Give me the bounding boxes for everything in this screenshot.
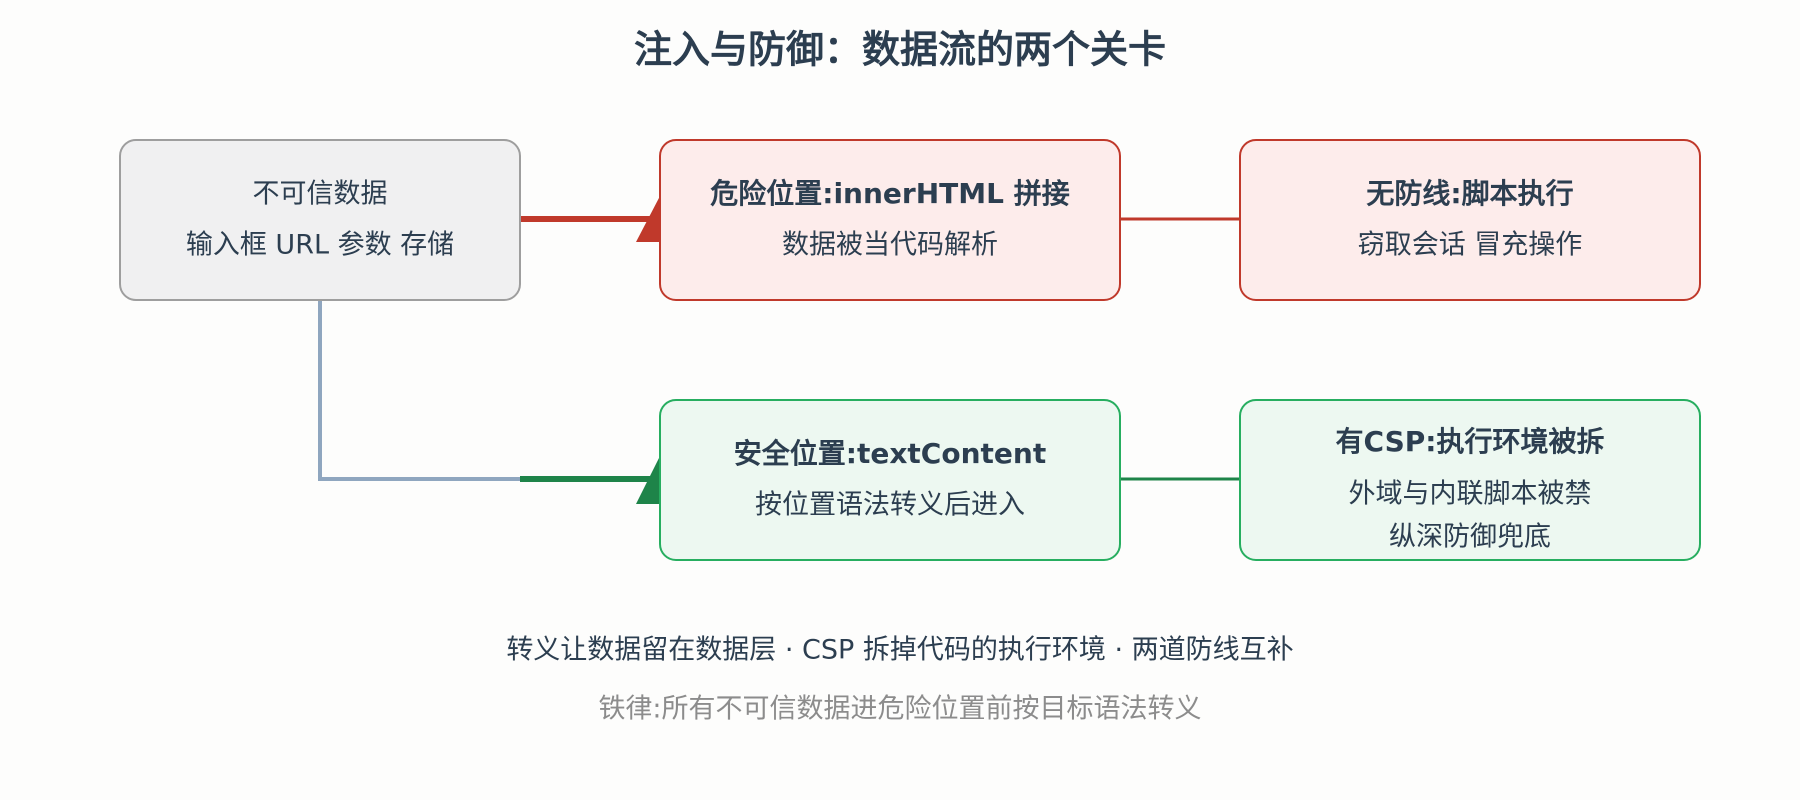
node-csp: 有CSP:执行环境被拆 外域与内联脚本被禁 纵深防御兜底 bbox=[1239, 399, 1701, 561]
node-untrusted-data-title: 不可信数据 bbox=[253, 179, 388, 210]
node-danger-position-desc: 数据被当代码解析 bbox=[782, 230, 998, 261]
safe-arrowhead bbox=[636, 456, 660, 504]
footer-rule: 铁律:所有不可信数据进危险位置前按目标语法转义 bbox=[598, 694, 1201, 725]
node-untrusted-data-desc: 输入框 URL 参数 存储 bbox=[186, 230, 454, 261]
node-safe-position-desc: 按位置语法转义后进入 bbox=[755, 490, 1025, 521]
node-safe-position-title: 安全位置:textContent bbox=[734, 437, 1046, 470]
node-danger-position-box bbox=[659, 139, 1121, 301]
connector-source-to-safe-branch bbox=[318, 300, 520, 481]
node-csp-desc-line1: 外域与内联脚本被禁 bbox=[1349, 479, 1592, 510]
diagram-title: 注入与防御：数据流的两个关卡 bbox=[634, 28, 1166, 72]
node-csp-box bbox=[1239, 399, 1701, 561]
node-csp-title: 有CSP:执行环境被拆 bbox=[1336, 425, 1605, 458]
node-untrusted-data: 不可信数据 输入框 URL 参数 存储 bbox=[119, 139, 521, 301]
node-no-defense-title: 无防线:脚本执行 bbox=[1366, 177, 1573, 210]
footer-summary: 转义让数据留在数据层 · CSP 拆掉代码的执行环境 · 两道防线互补 bbox=[506, 635, 1293, 666]
node-no-defense-box bbox=[1239, 139, 1701, 301]
node-danger-position: 危险位置:innerHTML 拼接 数据被当代码解析 bbox=[659, 139, 1121, 301]
node-no-defense-desc: 窃取会话 冒充操作 bbox=[1358, 230, 1583, 261]
node-danger-position-title: 危险位置:innerHTML 拼接 bbox=[710, 177, 1069, 210]
node-safe-position-box bbox=[659, 399, 1121, 561]
node-safe-position: 安全位置:textContent 按位置语法转义后进入 bbox=[659, 399, 1121, 561]
node-no-defense: 无防线:脚本执行 窃取会话 冒充操作 bbox=[1239, 139, 1701, 301]
node-untrusted-data-box bbox=[119, 139, 521, 301]
danger-arrowhead bbox=[636, 196, 660, 242]
node-csp-desc-line2: 纵深防御兜底 bbox=[1389, 522, 1551, 553]
